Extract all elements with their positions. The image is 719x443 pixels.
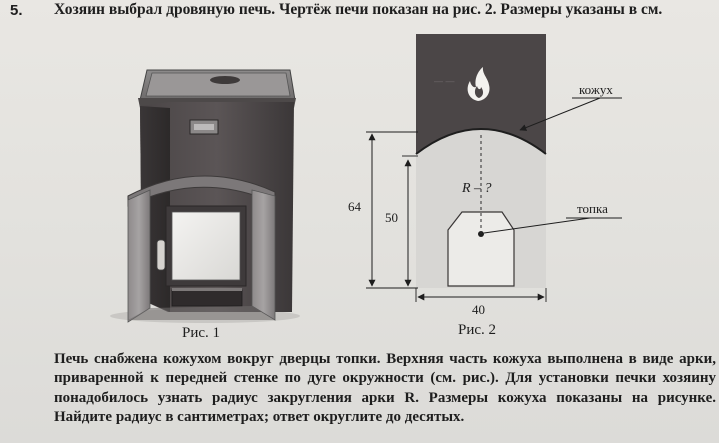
problem-heading: Хозяин выбрал дровяную печь. Чертёж печи… xyxy=(54,1,663,18)
problem-body: Печь снабжена кожухом вокруг дверцы топк… xyxy=(54,351,716,426)
dim-label-40: 40 xyxy=(472,302,485,317)
firebox-door xyxy=(447,211,515,287)
dim-label-50: 50 xyxy=(385,210,398,225)
figure2-caption: Рис. 2 xyxy=(458,322,497,338)
casing-leader xyxy=(519,97,601,131)
panel-mark: — — xyxy=(434,76,455,86)
radius-label: R – ? xyxy=(461,181,492,196)
stove-drawing: — — 64 50 40 R – ? кожух топка xyxy=(348,34,622,317)
problem-number: 5. xyxy=(10,2,23,19)
casing-arch xyxy=(415,128,547,155)
firebox-label: топка xyxy=(577,201,608,216)
firebox-leader xyxy=(483,217,591,234)
flame-icon xyxy=(467,67,490,101)
casing-label: кожух xyxy=(579,82,613,97)
stove-photo xyxy=(110,69,300,323)
dim-label-64: 64 xyxy=(348,199,362,214)
figure1-caption: Рис. 1 xyxy=(182,325,221,341)
